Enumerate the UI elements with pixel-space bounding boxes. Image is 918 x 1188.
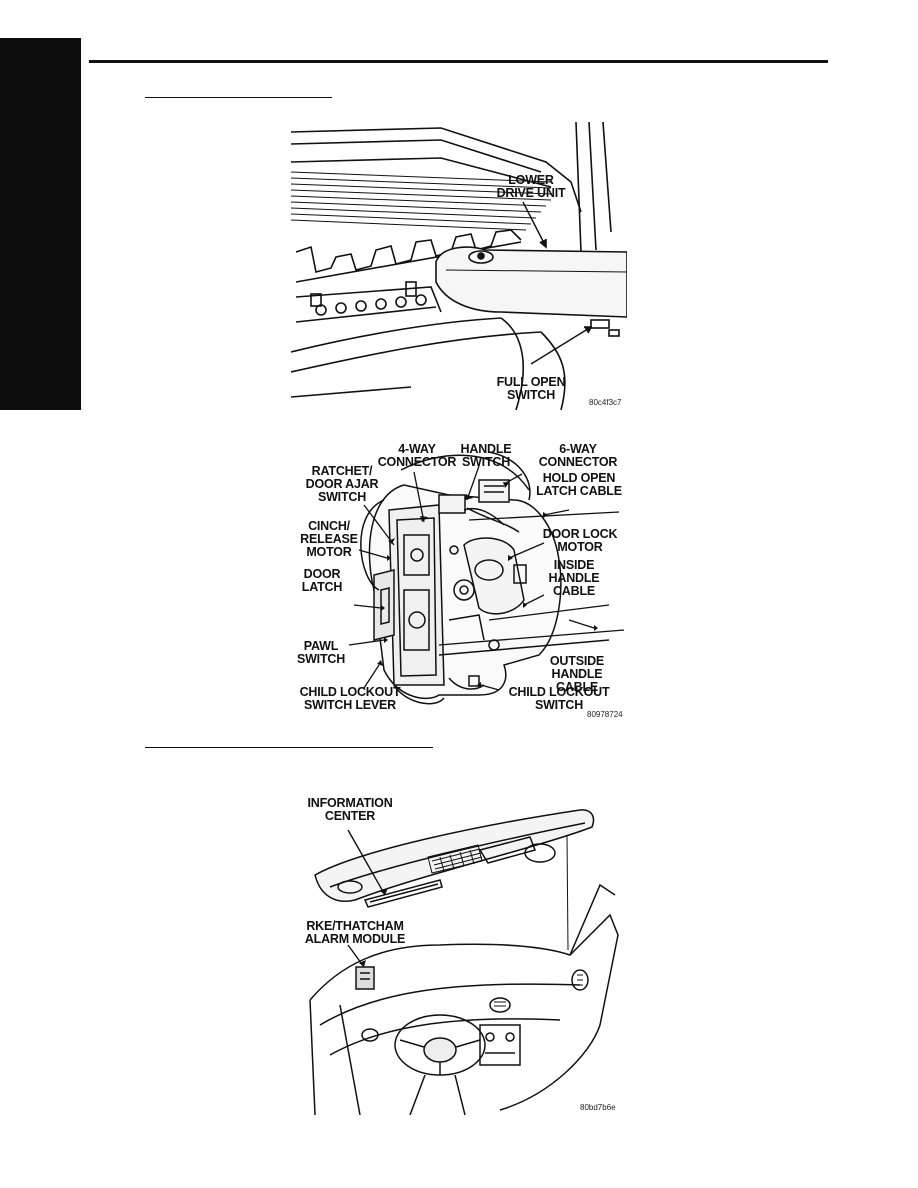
figure-instrument-panel: INFORMATION CENTER RKE/THATCHAM ALARM MO… <box>300 795 620 1115</box>
lower-drive-unit-illustration <box>291 122 627 410</box>
label-door-latch: DOOR LATCH <box>301 567 343 594</box>
chapter-edge-tab <box>0 38 81 410</box>
figure-code: 80c4f3c7 <box>589 398 622 407</box>
label-child-lockout-switch: CHILD LOCKOUT SWITCH <box>508 685 610 712</box>
door-latch-illustration <box>348 451 625 705</box>
figure-lower-drive-unit: LOWER DRIVE UNIT FULL OPEN SWITCH 80c4f3… <box>291 122 627 410</box>
label-6-way-connector: 6-WAY CONNECTOR <box>538 442 618 469</box>
label-inside-handle-cable: INSIDE HANDLE CABLE <box>548 558 600 598</box>
label-child-lockout-switch-lever: CHILD LOCKOUT SWITCH LEVER <box>299 685 401 712</box>
label-pawl-switch: PAWL SWITCH <box>296 639 346 666</box>
label-rke-thatcham-alarm-module: RKE/THATCHAM ALARM MODULE <box>304 919 406 946</box>
section-heading-underline-2 <box>145 747 433 748</box>
figure-code: 80bd7b6e <box>580 1103 616 1112</box>
label-handle-switch: HANDLE SWITCH <box>460 442 512 469</box>
label-door-lock-motor: DOOR LOCK MOTOR <box>542 527 618 554</box>
figure-door-latch-assembly: 4-WAY CONNECTOR HANDLE SWITCH 6-WAY CONN… <box>289 440 629 725</box>
figure-code: 80978724 <box>587 710 623 719</box>
label-4-way-connector: 4-WAY CONNECTOR <box>377 442 457 469</box>
label-outside-handle-cable: OUTSIDE HANDLE CABLE <box>549 654 605 694</box>
label-ratchet-door-ajar-switch: RATCHET/ DOOR AJAR SWITCH <box>305 464 379 504</box>
header-rule <box>89 60 828 63</box>
section-heading-underline <box>145 97 332 98</box>
label-information-center: INFORMATION CENTER <box>307 796 393 823</box>
label-lower-drive-unit: LOWER DRIVE UNIT <box>496 173 566 200</box>
label-hold-open-latch-cable: HOLD OPEN LATCH CABLE <box>536 471 622 498</box>
instrument-panel-illustration <box>309 809 619 1115</box>
label-full-open-switch: FULL OPEN SWITCH <box>496 375 566 402</box>
label-cinch-release-motor: CINCH/ RELEASE MOTOR <box>300 519 358 559</box>
